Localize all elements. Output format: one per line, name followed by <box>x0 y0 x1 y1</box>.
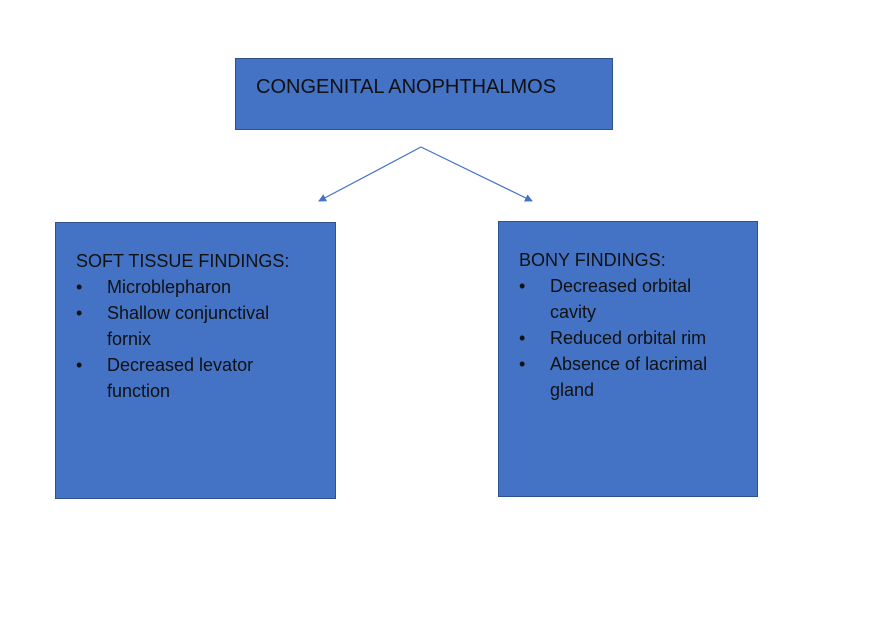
finding-text: Microblepharon <box>107 277 232 297</box>
bony-findings-heading: BONY FINDINGS: <box>519 250 666 270</box>
list-item: • Absence of lacrimal gland <box>519 351 730 403</box>
bony-findings-box: BONY FINDINGS: • Decreased orbital cavity… <box>498 221 758 497</box>
list-item: • Microblepharon <box>76 274 307 300</box>
soft-tissue-findings-box: SOFT TISSUE FINDINGS: • Microblepharon • S… <box>55 222 336 499</box>
finding-text: Decreased orbital cavity <box>550 276 692 322</box>
bullet-icon: • <box>76 355 83 375</box>
bullet-icon: • <box>519 276 526 296</box>
finding-text: Reduced orbital rim <box>550 328 707 348</box>
bullet-icon: • <box>76 277 83 297</box>
bullet-icon: • <box>519 354 526 374</box>
soft-tissue-findings-list: • Microblepharon • Shallow conjunctival fo… <box>76 274 307 404</box>
finding-text: Absence of lacrimal gland <box>550 354 708 400</box>
bullet-icon: • <box>519 328 526 348</box>
list-item: • Shallow conjunctival fornix <box>76 300 307 352</box>
list-item: • Decreased levator function <box>76 352 307 404</box>
bullet-icon: • <box>76 303 83 323</box>
finding-text: Shallow conjunctival fornix <box>107 303 270 349</box>
title-box: CONGENITAL ANOPHTHALMOS <box>235 58 613 130</box>
soft-tissue-findings-heading: SOFT TISSUE FINDINGS: <box>76 251 290 271</box>
list-item: • Reduced orbital rim <box>519 325 730 351</box>
soft-tissue-findings-content: SOFT TISSUE FINDINGS: • Microblepharon • S… <box>76 248 307 404</box>
bony-findings-list: • Decreased orbital cavity • Reduced orbit… <box>519 273 730 403</box>
diagram-title: CONGENITAL ANOPHTHALMOS <box>256 76 557 98</box>
arrow-to-bony <box>420 146 533 202</box>
arrow-to-soft-tissue <box>318 146 422 202</box>
bony-findings-content: BONY FINDINGS: • Decreased orbital cavity… <box>519 247 730 403</box>
list-item: • Decreased orbital cavity <box>519 273 730 325</box>
finding-text: Decreased levator function <box>107 355 254 401</box>
